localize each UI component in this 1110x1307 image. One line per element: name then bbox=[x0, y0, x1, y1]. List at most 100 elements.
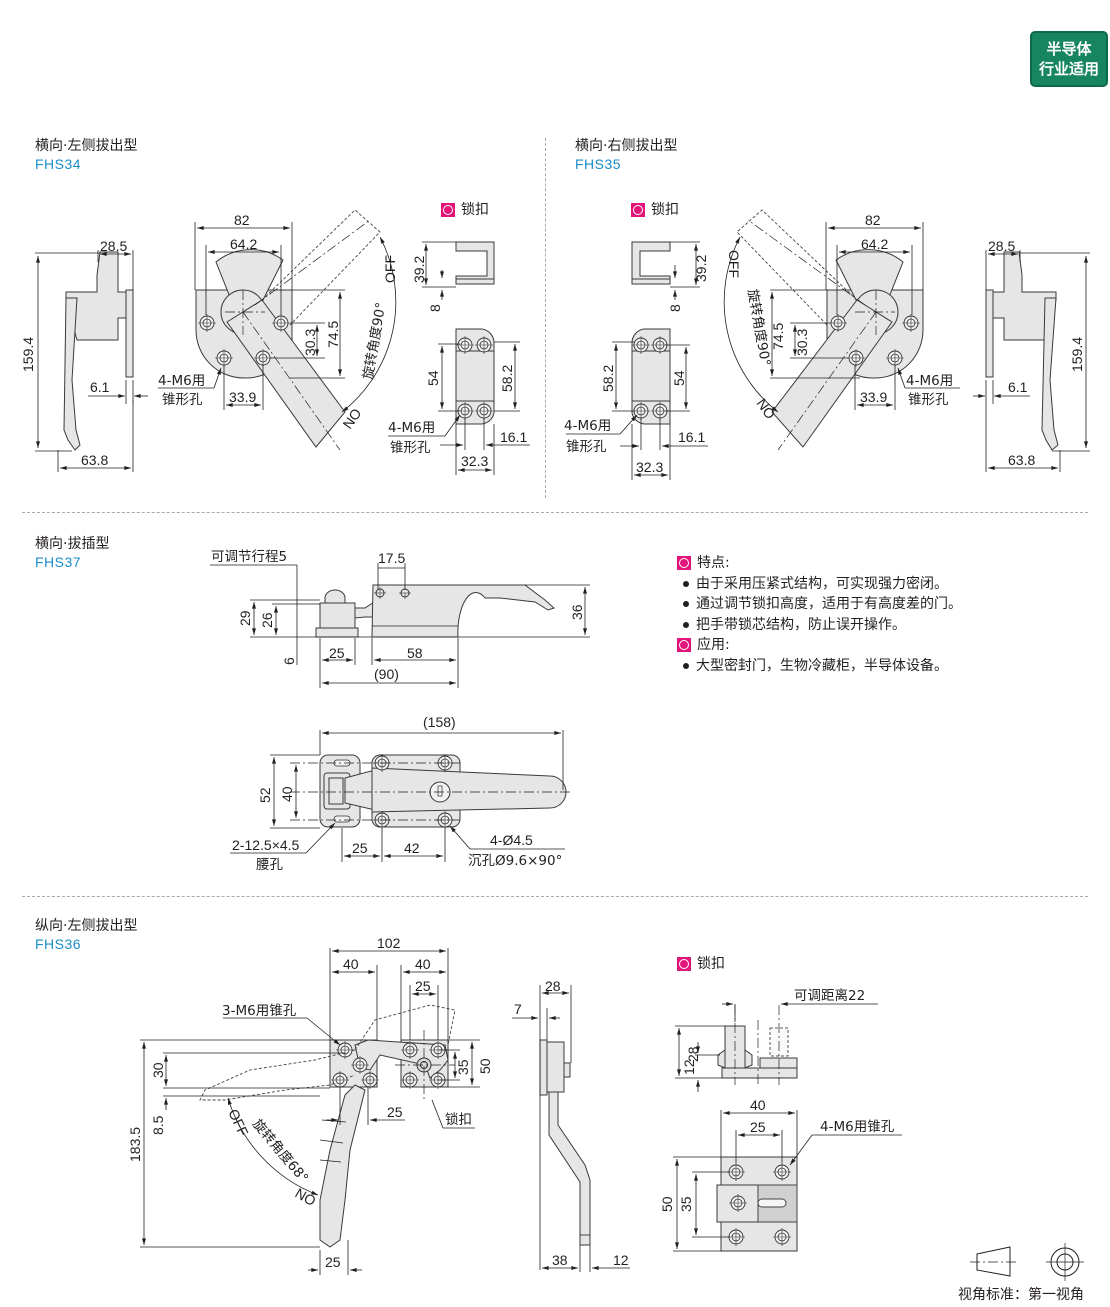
dim-54: 54 bbox=[671, 370, 687, 386]
dim-33-9: 33.9 bbox=[229, 389, 256, 405]
bullet-icon bbox=[683, 601, 689, 608]
hole-note-line1: 4-M6用 bbox=[906, 373, 953, 389]
dim-12: 12 bbox=[681, 1059, 697, 1075]
section-divider-2 bbox=[22, 896, 1088, 897]
dim-50: 50 bbox=[659, 1196, 675, 1212]
feature-item: 由于采用压紧式结构，可实现强力密闭。 bbox=[677, 574, 962, 595]
circle-marker-icon bbox=[441, 203, 455, 217]
section-divider-1 bbox=[22, 512, 1088, 513]
fhs36-strike-tag: 锁扣 bbox=[677, 955, 725, 973]
dim-30-3: 30.3 bbox=[302, 329, 318, 356]
dim-25: 25 bbox=[750, 1119, 766, 1135]
semiconductor-industry-badge: 半导体 行业适用 bbox=[1030, 31, 1108, 87]
bullet-icon bbox=[683, 662, 689, 669]
dim-159-4: 159.4 bbox=[20, 337, 36, 372]
adjust-distance-label: 可调距离22 bbox=[794, 987, 865, 1004]
dim-36: 36 bbox=[569, 604, 585, 620]
hole-note-line2: 沉孔Ø9.6×90° bbox=[468, 853, 562, 869]
dim-64-2: 64.2 bbox=[861, 236, 888, 252]
rotation-angle-label: 旋转角度68° bbox=[249, 1116, 311, 1186]
dim-28: 28 bbox=[545, 978, 561, 994]
dim-35: 35 bbox=[678, 1196, 694, 1212]
dim-29: 29 bbox=[237, 610, 253, 626]
fhs37-title: 横向·拔插型 bbox=[35, 536, 110, 552]
fhs36-code: FHS36 bbox=[35, 936, 82, 952]
first-angle-projection-icon bbox=[970, 1243, 1084, 1281]
dim-28-5: 28.5 bbox=[988, 238, 1015, 254]
dim-12: 12 bbox=[613, 1252, 629, 1268]
dim-63-8: 63.8 bbox=[81, 452, 108, 468]
application-item: 大型密封门，生物冷藏柜，半导体设备。 bbox=[677, 656, 962, 677]
rotation-angle-label: 旋转角度90° bbox=[360, 301, 389, 381]
dim-159-4: 159.4 bbox=[1069, 337, 1085, 372]
dim-74-5: 74.5 bbox=[325, 321, 341, 348]
dim-158: (158) bbox=[423, 714, 456, 730]
dim-32-3: 32.3 bbox=[636, 459, 663, 475]
circle-marker-icon bbox=[677, 638, 691, 653]
dim-40: 40 bbox=[750, 1097, 766, 1113]
dim-28-5: 28.5 bbox=[100, 238, 127, 254]
dim-183-5: 183.5 bbox=[127, 1127, 143, 1162]
feature-text: 通过调节锁扣高度，适用于有高度差的门。 bbox=[696, 596, 962, 612]
dim-58-2: 58.2 bbox=[499, 365, 515, 392]
vertical-divider bbox=[545, 138, 546, 498]
circle-marker-icon bbox=[677, 957, 691, 971]
hole-note-line2: 锥形孔 bbox=[390, 440, 431, 456]
bullet-icon bbox=[683, 621, 689, 628]
dim-25: 25 bbox=[352, 840, 368, 856]
bullet-icon bbox=[683, 580, 689, 587]
dim-64-2: 64.2 bbox=[230, 236, 257, 252]
off-label: OFF bbox=[382, 255, 398, 283]
tag-label: 锁扣 bbox=[461, 202, 489, 218]
dim-6-1: 6.1 bbox=[90, 379, 110, 395]
dim-40-left: 40 bbox=[343, 956, 359, 972]
dim-25-mid: 25 bbox=[387, 1104, 403, 1120]
dim-7: 7 bbox=[514, 1001, 522, 1017]
fhs36-front-view: 102 40 40 25 3-M6用锥孔 30 8.5 183.5 35 50 … bbox=[127, 935, 493, 1275]
fhs36-side-view: 28 7 38 12 bbox=[512, 978, 630, 1272]
dim-40-right: 40 bbox=[415, 956, 431, 972]
on-label: NO bbox=[754, 396, 779, 422]
dim-54: 54 bbox=[425, 370, 441, 386]
fhs35-strike-tag: 锁扣 bbox=[631, 201, 679, 219]
tag-label: 锁扣 bbox=[651, 202, 679, 218]
hole-note-line1: 4-M6用 bbox=[388, 420, 435, 436]
hole-note-line2: 锥形孔 bbox=[908, 392, 949, 408]
dim-39-2: 39.2 bbox=[693, 255, 709, 282]
dim-38: 38 bbox=[552, 1252, 568, 1268]
fhs36-strike: 可调距离22 28 12 40 25 4-M6用锥孔 50 35 bbox=[659, 987, 902, 1252]
dim-32-3: 32.3 bbox=[461, 453, 488, 469]
application-text: 大型密封门，生物冷藏柜，半导体设备。 bbox=[696, 657, 948, 674]
tag-label: 锁扣 bbox=[697, 956, 725, 972]
hole-note: 3-M6用锥孔 bbox=[222, 1003, 297, 1019]
dim-58-2: 58.2 bbox=[600, 365, 616, 392]
dim-8: 8 bbox=[427, 304, 443, 312]
fhs35-code: FHS35 bbox=[575, 156, 622, 172]
dim-30-3: 30.3 bbox=[794, 329, 810, 356]
dim-25-bottom: 25 bbox=[325, 1254, 341, 1270]
off-label: OFF bbox=[726, 250, 742, 278]
dim-90: (90) bbox=[374, 666, 399, 682]
feature-text: 把手带锁芯结构，防止误开操作。 bbox=[696, 616, 906, 633]
fhs37-side-view: 可调节行程5 17.5 29 26 6 25 58 (90) 36 bbox=[210, 549, 590, 688]
fhs35-side-view: 28.5 159.4 6.1 63.8 bbox=[973, 238, 1090, 472]
dim-52: 52 bbox=[257, 787, 273, 803]
fhs34-front-view: 82 64.2 30.3 74.5 33.9 4-M6用 锥形孔 OFF NO … bbox=[158, 209, 398, 451]
dim-26: 26 bbox=[259, 612, 275, 628]
badge-line-2: 行业适用 bbox=[1038, 60, 1099, 78]
hole-note: 4-M6用锥孔 bbox=[820, 1119, 895, 1135]
badge-line-1: 半导体 bbox=[1046, 40, 1092, 58]
fhs37-code: FHS37 bbox=[35, 554, 82, 570]
rotation-angle-label: 旋转角度90° bbox=[744, 288, 773, 368]
application-heading-label: 应用: bbox=[697, 637, 730, 653]
hole-note-line1: 4-Ø4.5 bbox=[490, 832, 533, 848]
dim-30: 30 bbox=[150, 1062, 166, 1078]
circle-marker-icon bbox=[631, 203, 645, 217]
dim-42: 42 bbox=[404, 840, 420, 856]
feature-text: 由于采用压紧式结构，可实现强力密闭。 bbox=[696, 575, 948, 592]
off-label: OFF bbox=[225, 1107, 251, 1139]
application-heading: 应用: bbox=[677, 635, 962, 656]
hole-note-line1: 4-M6用 bbox=[564, 418, 611, 434]
dim-82: 82 bbox=[234, 212, 250, 228]
